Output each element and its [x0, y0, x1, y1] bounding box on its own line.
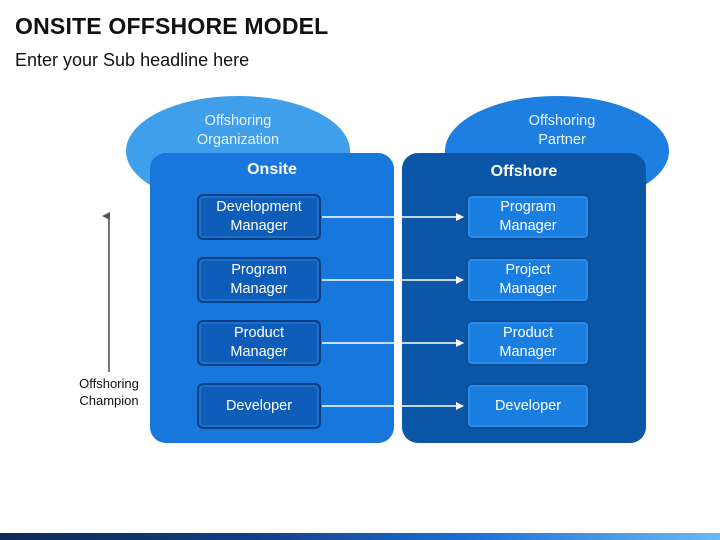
offshore-panel-title: Offshore	[490, 163, 558, 180]
onsite-role-box: Product Manager	[197, 320, 321, 366]
onsite-role-box: Developer	[197, 383, 321, 429]
onsite-panel-title: Onsite	[247, 161, 297, 178]
page-title: ONSITE OFFSHORE MODEL	[15, 13, 329, 39]
offshore-role-box: Project Manager	[466, 257, 590, 303]
footer-bar	[0, 533, 720, 540]
offshoring-organization-label: Offshoring Organization	[196, 113, 280, 148]
offshoring-partner-label: Offshoring Partner	[528, 113, 596, 148]
offshore-role-box: Developer	[466, 383, 590, 429]
onsite-role-box: Program Manager	[197, 257, 321, 303]
page-subtitle: Enter your Sub headline here	[15, 50, 250, 70]
offshore-role-box: Product Manager	[466, 320, 590, 366]
onsite-role-box: Development Manager	[197, 194, 321, 240]
offshore-role-box: Program Manager	[466, 194, 590, 240]
offshoring-champion-label: Offshoring Champion	[79, 376, 139, 408]
